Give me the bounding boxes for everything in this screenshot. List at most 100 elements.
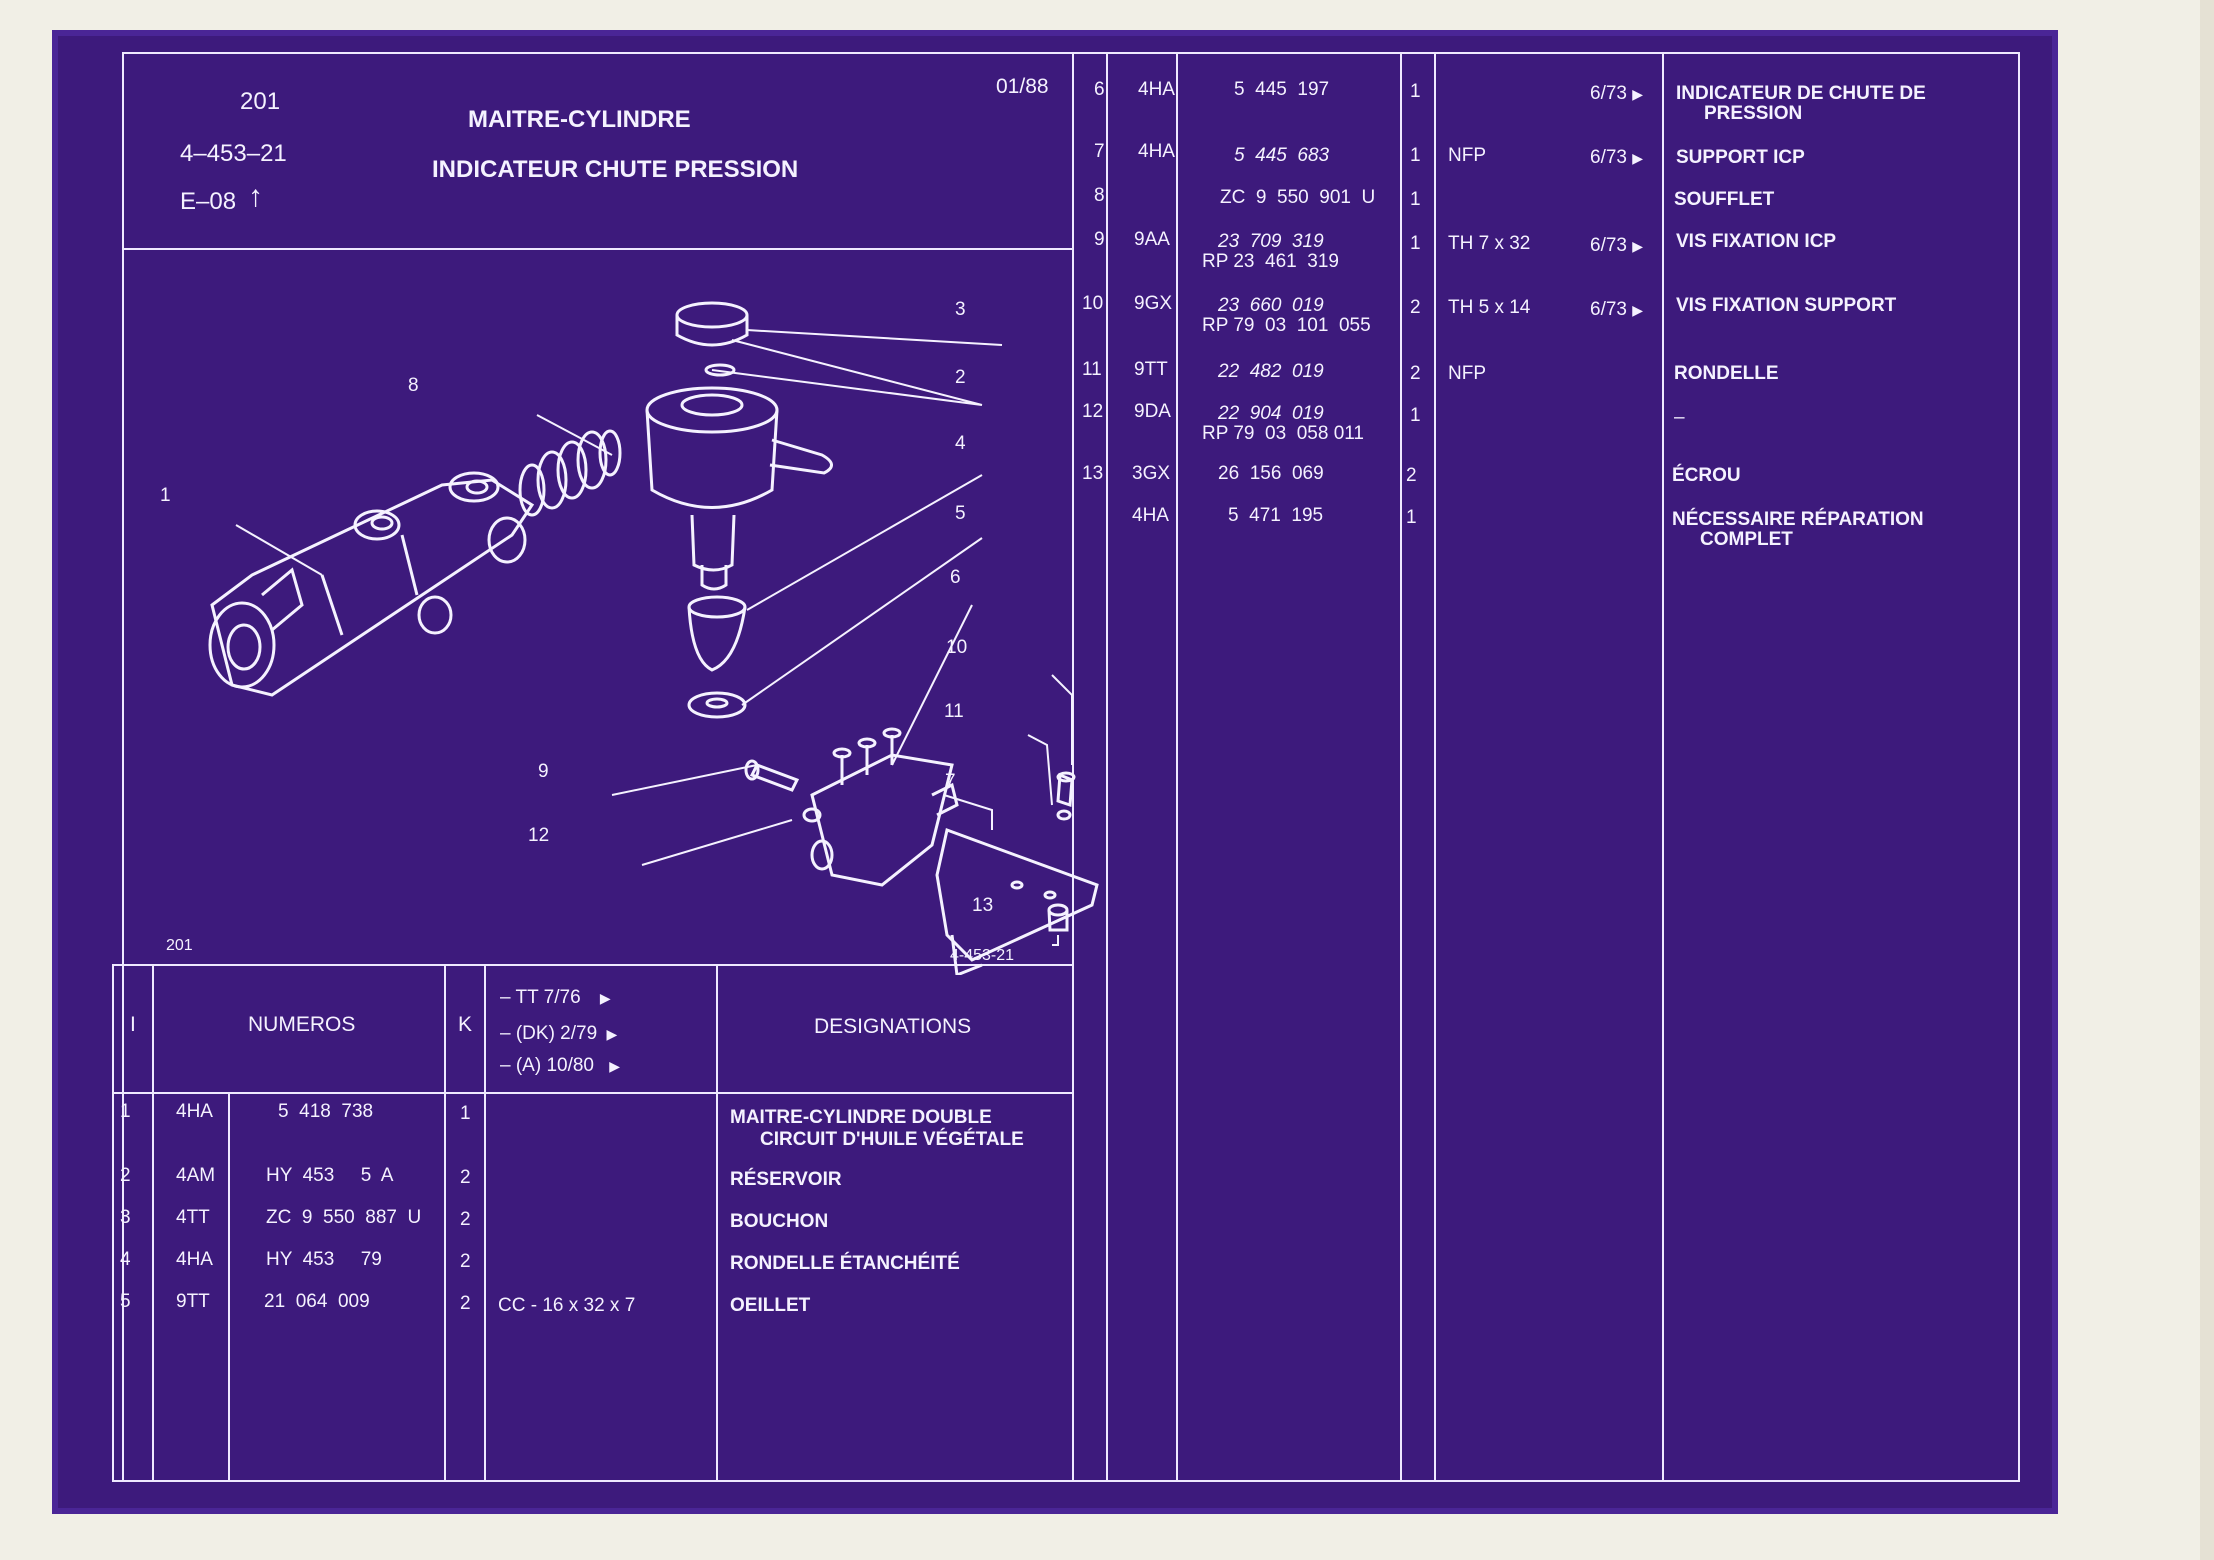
variant-header-1: – TT 7/76 ▶ [500,988,611,1007]
row-designation: BOUCHON [730,1211,829,1232]
play-triangle-icon: ▶ [1632,86,1644,102]
frame-top [122,52,2020,54]
row-variant: NFP [1448,145,1486,166]
variant-label-dk: – (DK) 2/79 [500,1023,598,1044]
row-date: 6/73 ▶ [1590,236,1643,255]
cap-part [675,301,749,347]
row-date: 6/73 ▶ [1590,300,1643,319]
variant-header-3: – (A) 10/80 ▶ [500,1056,620,1075]
col-i-header: I [130,1013,136,1036]
row-date-label: 6/73 [1590,299,1627,320]
row-designation: ÉCROU [1672,465,1741,486]
leader-lines [235,329,1073,946]
row-number-replacement: RP 79 03 101 055 [1202,315,1371,336]
frame-left [122,52,124,1482]
row-index: 9 [1094,229,1105,250]
row-code: 9TT [1134,359,1168,380]
row-designation: RONDELLE [1674,363,1779,384]
row-code: 4HA [176,1101,213,1122]
row-index: 2 [120,1165,131,1186]
row-variant: TH 7 x 32 [1448,233,1531,254]
row-qty: 1 [1406,507,1417,528]
washer-part [802,807,822,823]
row-number: 21 064 009 [264,1291,370,1312]
row-index: 7 [1094,141,1105,162]
row-code: 9TT [176,1291,210,1312]
rcol-code-separator [1176,52,1178,1482]
drawing-footer-right: 4-453-21 [950,947,1015,964]
row-code: 9DA [1134,401,1171,422]
variant-header-2: – (DK) 2/79 ▶ [500,1024,617,1043]
row-date-label: 6/73 [1590,147,1627,168]
row-qty: 1 [1410,145,1421,166]
row-index: 4 [120,1249,131,1270]
row-designation: SOUFFLET [1674,189,1775,210]
row-number: 5 418 738 [278,1101,374,1122]
row-code: 4HA [176,1249,213,1270]
row-qty: 2 [460,1167,471,1188]
adjacent-slide-edge [2200,0,2214,1560]
row-designation-cont: CIRCUIT D'HUILE VÉGÉTALE [760,1129,1024,1150]
row-code: 4HA [1132,505,1169,526]
bellows-part [518,429,622,517]
col-variant-separator [716,964,718,1482]
row-index: 3 [120,1207,131,1228]
drawing-footer-left: 201 [166,937,193,954]
row-qty: 2 [460,1209,471,1230]
frame-bottom [112,1480,2020,1482]
row-designation: INDICATEUR DE CHUTE DE [1676,83,1926,104]
master-cylinder-part [208,471,535,697]
variant-label-a: – (A) 10/80 [500,1055,594,1076]
rcol-k-separator [1434,52,1436,1482]
row-number: 26 156 069 [1218,463,1324,484]
row-number: ZC 9 550 901 U [1220,187,1376,208]
row-number: 23 709 319 [1218,231,1324,252]
callout-11: 11 [944,701,964,722]
callout-9: 9 [538,761,549,782]
row-designation-cont: COMPLET [1700,529,1793,550]
row-code: 3GX [1132,463,1171,484]
row-qty: 2 [1410,363,1421,384]
play-triangle-icon: ▶ [609,1058,621,1074]
reservoir-part [645,386,833,591]
row-qty: 1 [1410,189,1421,210]
row-designation: OEILLET [730,1295,811,1316]
row-designation: NÉCESSAIRE RÉPARATION [1672,509,1924,530]
row-index: 12 [1082,401,1104,422]
play-triangle-icon: ▶ [1632,238,1644,254]
row-code: 4HA [1138,141,1175,162]
col-k-header: K [458,1013,473,1036]
row-designation: – [1674,407,1685,428]
row-designation: VIS FIXATION SUPPORT [1676,295,1897,316]
nut-part [1047,903,1069,932]
row-number: 5 445 683 [1234,145,1330,166]
table-header-top [112,964,1074,966]
edition-code: E–08 [180,188,237,215]
rcol-variant-separator [1662,52,1664,1482]
row-number: ZC 9 550 887 U [266,1207,422,1228]
row-designation: RONDELLE ÉTANCHÉITÉ [730,1253,960,1274]
row-designation: MAITRE-CYLINDRE DOUBLE [730,1107,992,1128]
callout-10: 10 [946,637,968,658]
row-number: 23 660 019 [1218,295,1324,316]
play-triangle-icon: ▶ [606,1026,618,1042]
group-code: 4–453–21 [180,140,287,167]
row-qty: 1 [1410,405,1421,426]
row-number: 5 445 197 [1234,79,1330,100]
row-designation-cont: PRESSION [1704,103,1803,124]
row-designation: RÉSERVOIR [730,1169,842,1190]
callout-7: 7 [945,771,956,792]
row-date-label: 6/73 [1590,83,1627,104]
row-qty: 2 [460,1293,471,1314]
row-date: 6/73 ▶ [1590,84,1643,103]
callout-12: 12 [528,825,550,846]
frame-right [2018,52,2020,1482]
row-number-replacement: RP 79 03 058 011 [1202,423,1364,444]
play-triangle-icon: ▶ [599,990,611,1006]
callout-6: 6 [950,567,961,588]
rcol-number-separator [1400,52,1402,1482]
row-index: 5 [120,1291,131,1312]
row-code: 9GX [1134,293,1173,314]
table-left-border [112,964,114,1482]
col-numeros-header: NUMEROS [248,1013,356,1036]
